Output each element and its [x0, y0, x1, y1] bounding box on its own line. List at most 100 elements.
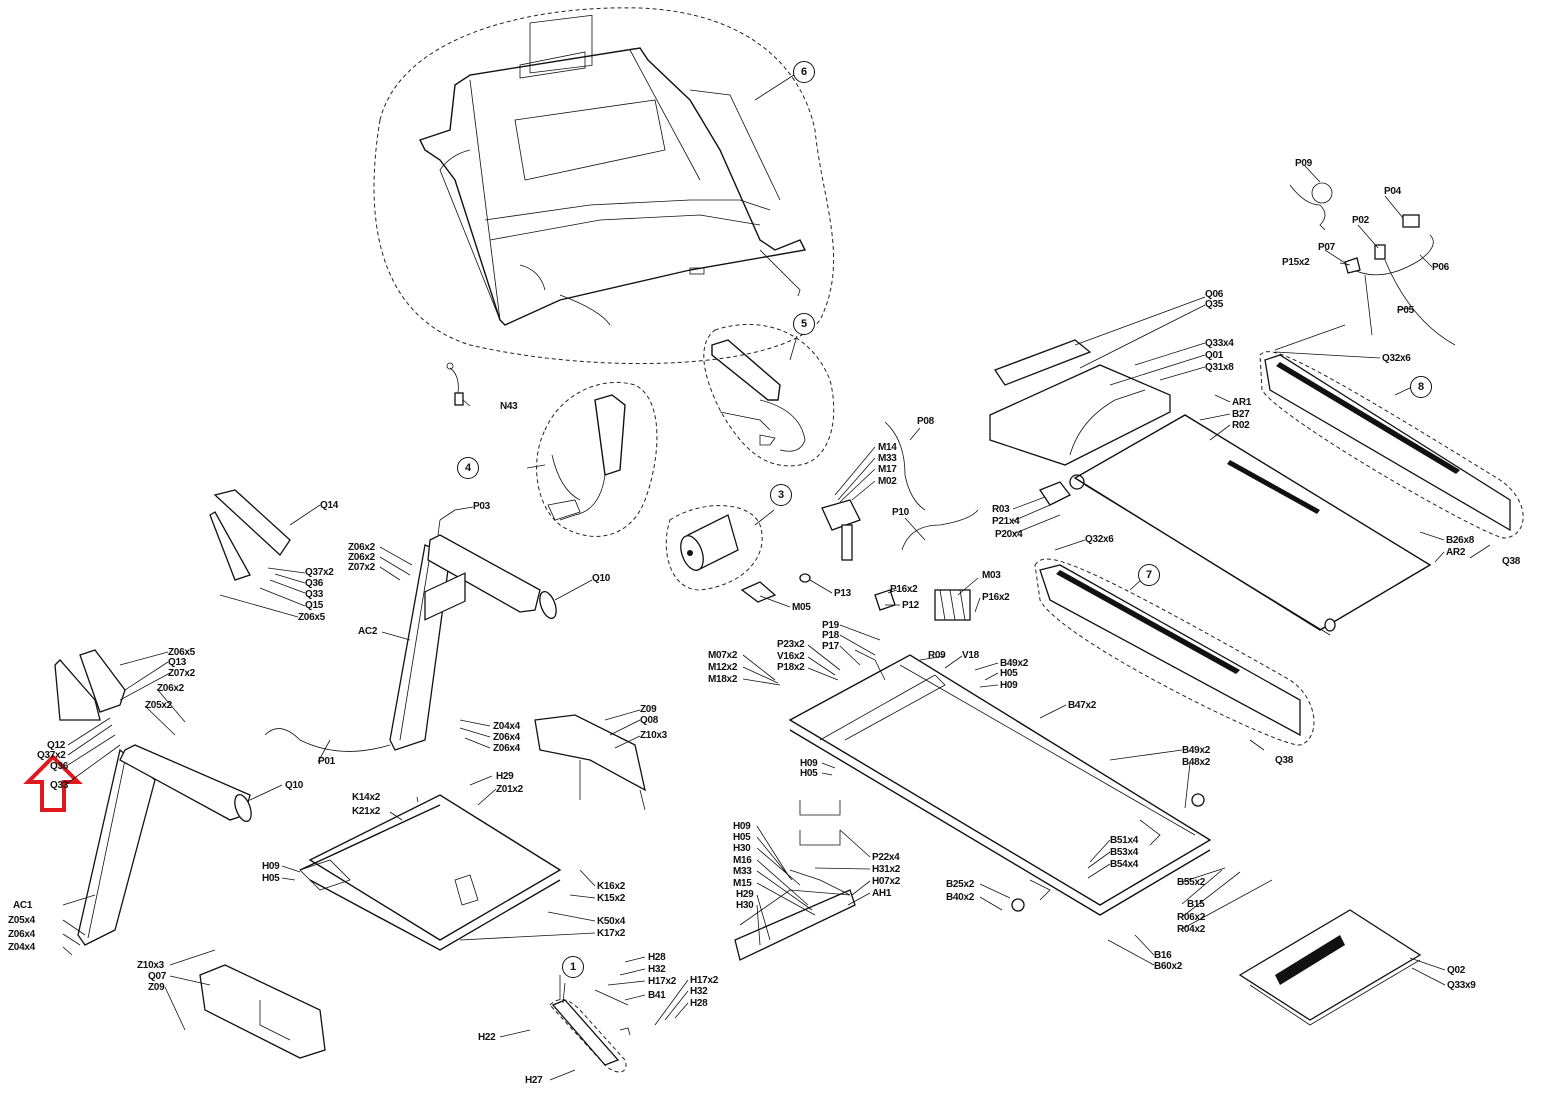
part-label: H27 — [525, 1075, 543, 1086]
part-label: Z10x3 — [137, 960, 164, 971]
part-label: H32 — [690, 986, 708, 997]
part-label: Z07x2 — [168, 668, 195, 679]
part-label: Z06x4 — [8, 929, 35, 940]
part-label: AH1 — [872, 888, 892, 899]
part-label: M18x2 — [708, 674, 738, 685]
part-label: P17 — [822, 641, 839, 652]
part-label: Z09 — [640, 704, 657, 715]
part-label: Q36 — [305, 578, 324, 589]
part-label: K17x2 — [597, 928, 625, 939]
plate-m05 — [740, 581, 777, 603]
callout-assembly-8: 8 — [1410, 376, 1432, 398]
part-label: M14 — [878, 442, 897, 453]
part-label: P16x2 — [982, 592, 1010, 603]
part-label: H17x2 — [648, 976, 676, 987]
callout-assembly-4: 4 — [457, 457, 479, 479]
part-label: H09 — [800, 758, 818, 769]
part-label: P05 — [1397, 305, 1414, 316]
part-label: B60x2 — [1154, 961, 1182, 972]
leader-lines — [62, 72, 1491, 1081]
part-label: Z05x4 — [8, 915, 35, 926]
cable-p08 — [884, 421, 926, 511]
part-label: K16x2 — [597, 881, 625, 892]
part-label: Q33 — [305, 589, 324, 600]
part-label: Q37x2 — [305, 567, 334, 578]
part-label: H30 — [733, 843, 751, 854]
part-label: B51x4 — [1110, 835, 1138, 846]
part-label: B53x4 — [1110, 847, 1138, 858]
part-label: B27 — [1232, 409, 1250, 420]
part-label: Q13 — [168, 657, 187, 668]
part-label: P18 — [822, 630, 839, 641]
part-p13 — [799, 573, 811, 583]
part-label: H30 — [736, 900, 754, 911]
part-label: M05 — [792, 602, 811, 613]
part-label: Z04x4 — [493, 721, 520, 732]
callout-assembly-5: 5 — [793, 313, 815, 335]
part-label: M15 — [733, 878, 752, 889]
front-lift-frame — [734, 800, 856, 961]
part-label: Z06x2 — [157, 683, 184, 694]
part-label: Q15 — [305, 600, 324, 611]
part-label: Z06x2 — [348, 542, 375, 553]
part-label: P12 — [902, 600, 919, 611]
part-label: K15x2 — [597, 893, 625, 904]
part-label: N43 — [500, 401, 518, 412]
part-label: P08 — [917, 416, 934, 427]
part-label: AC2 — [358, 626, 378, 637]
motor-controller — [821, 499, 861, 561]
part-label: Z10x3 — [640, 730, 667, 741]
part-label: P19 — [822, 620, 839, 631]
part-label: M16 — [733, 855, 752, 866]
cable-p03 — [439, 509, 456, 521]
part-label: Z06x5 — [168, 647, 195, 658]
part-label: M17 — [878, 464, 897, 475]
part-label: B41 — [648, 990, 666, 1001]
part-label: Q02 — [1447, 965, 1466, 976]
part-label: Q38 — [1502, 556, 1521, 567]
part-label: H05 — [262, 873, 280, 884]
part-label: M33 — [733, 866, 752, 877]
part-label: P21x4 — [992, 516, 1020, 527]
part-label: B48x2 — [1182, 757, 1210, 768]
part-label: H05 — [800, 768, 818, 779]
part-label: M33 — [878, 453, 897, 464]
part-label: Q38 — [1275, 755, 1294, 766]
part-label: P22x4 — [872, 852, 900, 863]
part-label: K21x2 — [352, 806, 380, 817]
part-label: P10 — [892, 507, 909, 518]
part-label: P20x4 — [995, 529, 1023, 540]
part-label: Z01x2 — [496, 784, 523, 795]
part-label: M02 — [878, 476, 897, 487]
part-label: K14x2 — [352, 792, 380, 803]
part-label: R03 — [992, 504, 1010, 515]
part-label: P13 — [834, 588, 851, 599]
side-rail-7 — [1034, 558, 1315, 746]
part-label: V18 — [962, 650, 979, 661]
wiring-harness — [1289, 182, 1456, 346]
part-label: P02 — [1352, 215, 1369, 226]
part-label: Q36 — [50, 761, 69, 772]
part-label: K50x4 — [597, 916, 625, 927]
part-label: Z06x4 — [493, 732, 520, 743]
part-label: B54x4 — [1110, 859, 1138, 870]
part-label: B40x2 — [946, 892, 974, 903]
part-label: B49x2 — [1000, 658, 1028, 669]
part-label: R04x2 — [1177, 924, 1205, 935]
main-frame — [788, 589, 1212, 916]
callout-assembly-7: 7 — [1138, 564, 1160, 586]
part-label: AR1 — [1232, 397, 1252, 408]
part-label: Q06 — [1205, 289, 1224, 300]
deck-assembly — [989, 339, 1432, 636]
part-label: Q33 — [50, 780, 69, 791]
callout-assembly-6: 6 — [793, 61, 815, 83]
part-label: Q33x9 — [1447, 980, 1476, 991]
part-label: P01 — [318, 756, 335, 767]
part-label: Q32x6 — [1085, 534, 1114, 545]
part-label: Q31x8 — [1205, 362, 1234, 373]
right-upright — [209, 489, 557, 751]
part-label: P09 — [1295, 158, 1312, 169]
cable-p01 — [264, 728, 391, 752]
